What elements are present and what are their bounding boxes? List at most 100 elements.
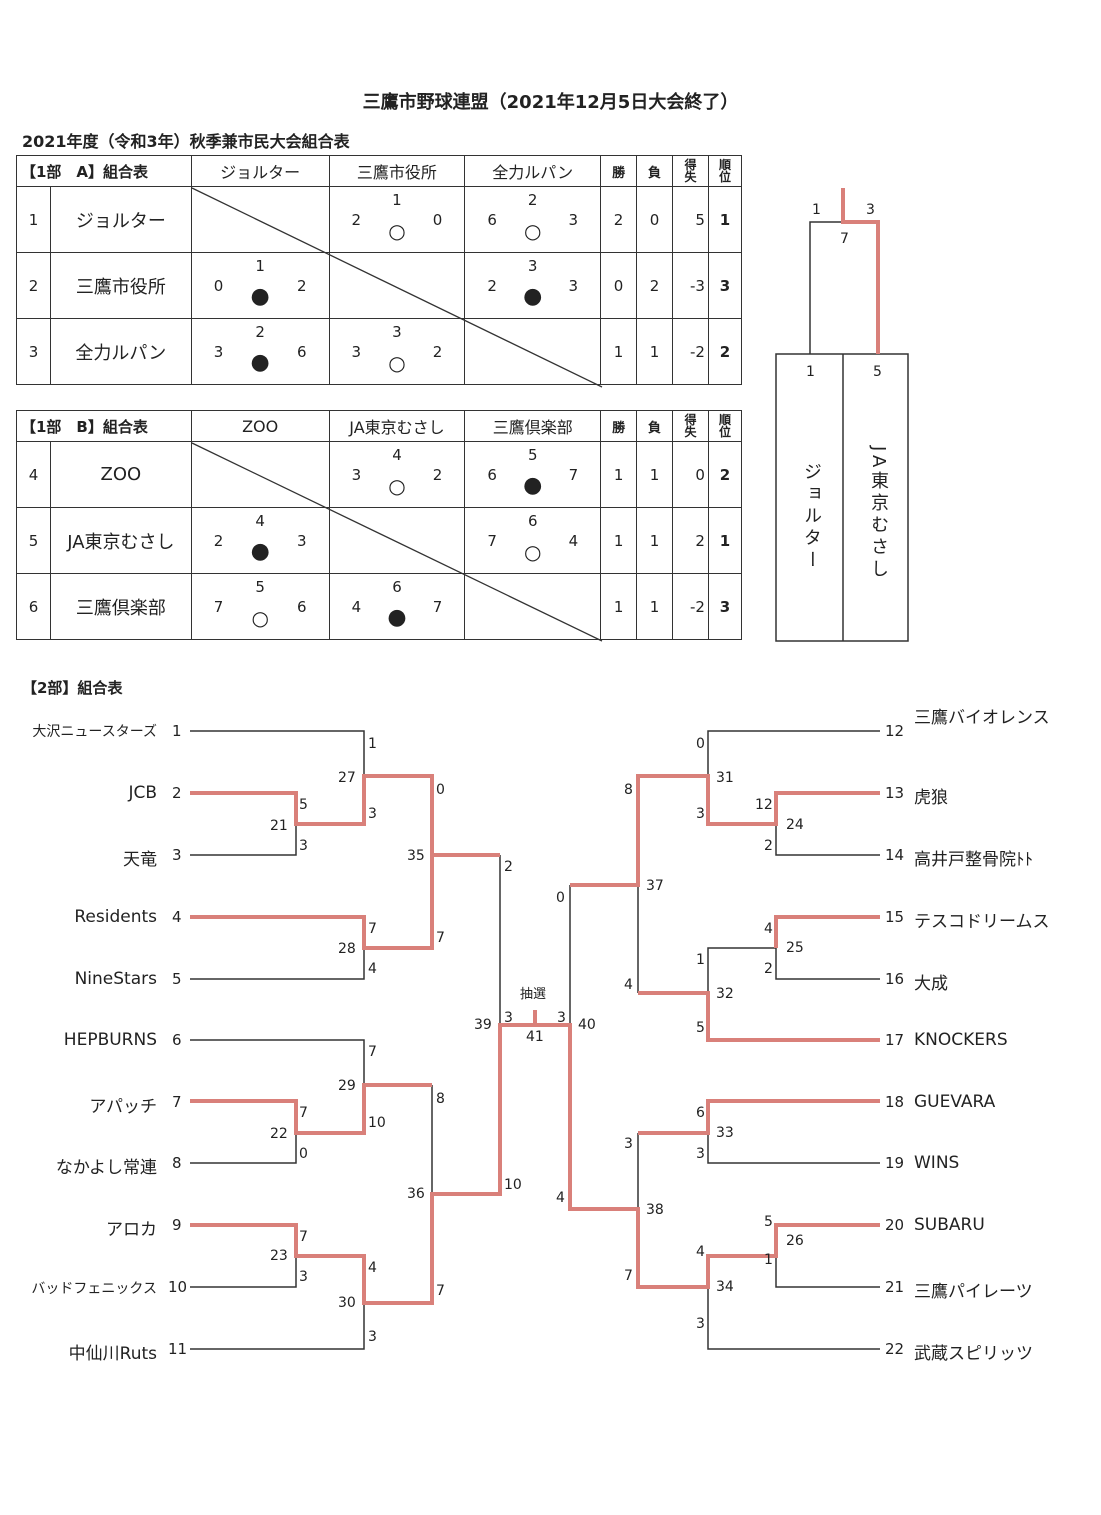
group-b-header: 【1部 B】組合表 — [16, 410, 192, 442]
team-label: アパッチ — [89, 1097, 157, 1117]
team-label: 虎狼 — [914, 788, 948, 808]
team-label: 中仙川Ruts — [68, 1344, 157, 1364]
team-label: テスコドリームス — [914, 912, 1050, 932]
bracket-score: 0 — [436, 782, 445, 798]
team-name: JA東京むさし — [49, 507, 192, 574]
rank: 2 — [707, 441, 743, 508]
team-label: JCB — [128, 783, 157, 803]
win-header: 勝 — [600, 155, 638, 187]
team-no: 5 — [16, 507, 51, 574]
bracket-score: 1 — [696, 952, 705, 968]
bracket-score: 10 — [368, 1115, 386, 1131]
team-no: 9 — [172, 1216, 182, 1234]
bracket-score: 4 — [764, 921, 773, 937]
bracket-score: 3 — [696, 1146, 705, 1162]
bracket-score: 10 — [504, 1177, 522, 1193]
final1-right-team: JA東京むさし — [868, 446, 889, 582]
team-no: 8 — [172, 1154, 182, 1172]
rank-header-top: 順 — [718, 158, 731, 172]
bracket-score: 4 — [368, 1260, 377, 1276]
loss-header: 負 — [636, 410, 674, 442]
team-name: ZOO — [49, 441, 192, 508]
col-header: 全力ルパン — [464, 155, 602, 187]
team-label: 大成 — [914, 974, 948, 994]
bracket-score: 36 — [407, 1186, 425, 1202]
team-no: 1 — [16, 186, 51, 253]
bracket-score: 1 — [368, 736, 377, 752]
team-name: 三鷹市役所 — [49, 252, 192, 319]
team-name: 全力ルパン — [49, 318, 192, 385]
bracket-score: 32 — [716, 986, 734, 1002]
page-subtitle: 2021年度（令和3年）秋季兼市民大会組合表 — [22, 132, 350, 151]
bracket-score: 2 — [764, 961, 773, 977]
bracket-score: 6 — [696, 1105, 705, 1121]
rank-header: 順位 — [707, 155, 743, 187]
team-no: 6 — [172, 1031, 182, 1049]
wins: 1 — [600, 318, 638, 385]
final1-right-no: 5 — [873, 364, 882, 380]
bracket-score: 25 — [786, 940, 804, 956]
bracket-score: 7 — [368, 1044, 377, 1060]
col-header: 三鷹市役所 — [328, 155, 466, 187]
bracket-score: 3 — [624, 1136, 633, 1152]
bracket-score: 28 — [338, 941, 356, 957]
bracket-score: 3 — [557, 1010, 566, 1026]
page-title: 三鷹市野球連盟（2021年12月5日大会終了） — [362, 92, 739, 113]
bracket-score: 35 — [407, 848, 425, 864]
rank: 3 — [707, 573, 743, 640]
bracket-score: 40 — [578, 1017, 596, 1033]
rank-header-top: 順 — [718, 413, 731, 427]
bracket-score: 2 — [504, 859, 513, 875]
team-label: 三鷹パイレーツ — [914, 1282, 1033, 1302]
bracket-score: 29 — [338, 1078, 356, 1094]
team-label: 高井戸整骨院ﾄﾄ — [914, 850, 1033, 870]
team-label: WINS — [914, 1153, 960, 1173]
diff-header: 得失 — [672, 155, 709, 187]
team-no: 11 — [168, 1340, 188, 1358]
team-no: 14 — [885, 846, 905, 864]
wins: 1 — [600, 573, 638, 640]
bracket-score: 31 — [716, 770, 734, 786]
bracket-score: 39 — [474, 1017, 492, 1033]
team-no: 12 — [885, 722, 905, 740]
team-label: HEPBURNS — [63, 1030, 157, 1050]
bracket-score: 23 — [270, 1248, 288, 1264]
team-no: 19 — [885, 1154, 905, 1172]
wins: 1 — [600, 441, 638, 508]
final1-game-no: 7 — [840, 231, 849, 247]
bracket-score: 2 — [764, 838, 773, 854]
loss-header: 負 — [636, 155, 673, 187]
team-label: 三鷹バイオレンス — [914, 708, 1050, 728]
losses: 1 — [636, 507, 674, 574]
bracket-score: 4 — [696, 1244, 705, 1260]
team-label: バッドフェニックス — [31, 1281, 157, 1297]
rank-header-bottom: 位 — [718, 170, 731, 184]
bracket-score: 3 — [299, 838, 308, 854]
diff-header-top: 得 — [684, 158, 697, 172]
bracket-score: 0 — [556, 890, 565, 906]
rank-header-bottom: 位 — [718, 425, 731, 439]
bracket-score: 24 — [786, 817, 804, 833]
bracket-score: 7 — [436, 1283, 445, 1299]
bracket-score: 7 — [368, 921, 377, 937]
bracket-score: 4 — [624, 977, 633, 993]
team-label: なかよし常連 — [55, 1158, 157, 1178]
bracket-score: 1 — [764, 1252, 773, 1268]
rank: 1 — [707, 186, 743, 253]
bracket-score: 3 — [696, 1316, 705, 1332]
run-diff: 2 — [672, 507, 709, 574]
losses: 2 — [636, 252, 673, 319]
team-label: SUBARU — [914, 1215, 985, 1235]
section2-header: 【2部】組合表 — [22, 679, 123, 697]
bracket-score: 0 — [299, 1146, 308, 1162]
bracket-score: 3 — [368, 806, 377, 822]
bracket-score: 4 — [368, 961, 377, 977]
bracket-score: 12 — [755, 797, 773, 813]
team-no: 4 — [172, 908, 182, 926]
bracket-score: 7 — [624, 1268, 633, 1284]
team-label: 武蔵スピリッツ — [914, 1344, 1033, 1364]
bracket-score: 8 — [624, 782, 633, 798]
team-no: 21 — [885, 1278, 905, 1296]
